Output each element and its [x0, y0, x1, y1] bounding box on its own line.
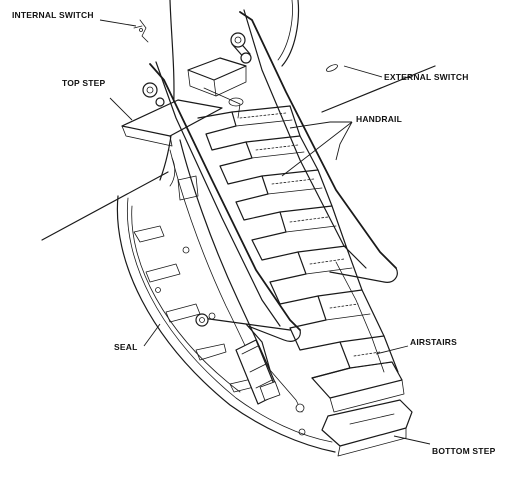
fuselage-outline — [41, 0, 436, 241]
label-airstairs: AIRSTAIRS — [410, 337, 457, 347]
label-internal-switch: INTERNAL SWITCH — [12, 10, 94, 20]
label-external-switch: EXTERNAL SWITCH — [384, 72, 469, 82]
internal-switch-marker — [133, 19, 149, 43]
label-bottom-step: BOTTOM STEP — [432, 446, 496, 456]
label-top-step: TOP STEP — [62, 78, 106, 88]
actuator-mechanism — [235, 339, 281, 405]
handrails — [142, 9, 398, 413]
leader-lines — [99, 19, 431, 445]
label-handrail: HANDRAIL — [356, 114, 402, 124]
external-switch-marker — [326, 64, 338, 72]
top-step-platform — [121, 57, 247, 147]
label-seal: SEAL — [114, 342, 138, 352]
stair-treads — [197, 105, 413, 457]
